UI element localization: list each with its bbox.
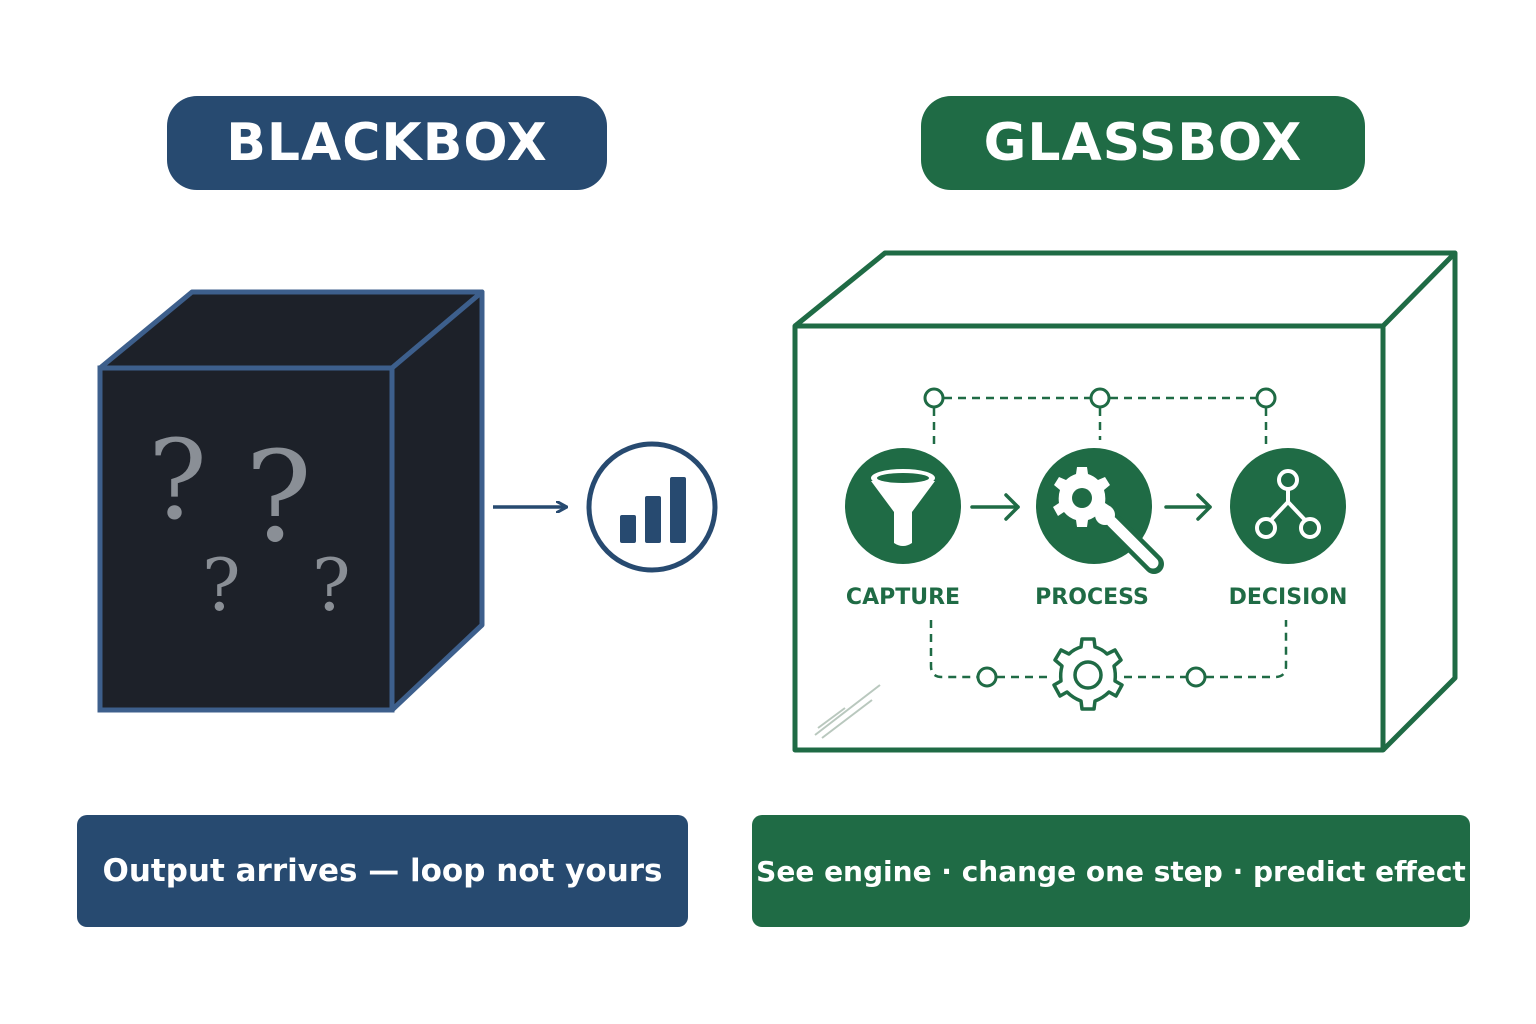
glassbox-title: GLASSBOX xyxy=(921,96,1365,190)
gear-icon xyxy=(1052,637,1124,711)
blackbox-caption: Output arrives — loop not yours xyxy=(77,815,688,927)
bar-chart-icon xyxy=(586,441,718,573)
decision-step xyxy=(1230,448,1346,564)
process-label: PROCESS xyxy=(1035,585,1149,610)
capture-step xyxy=(845,448,961,564)
feedback-loop xyxy=(929,620,1288,679)
decision-label: DECISION xyxy=(1229,585,1348,610)
question-mark-4: ? xyxy=(312,543,351,627)
gear-magnifier-icon xyxy=(1053,467,1164,574)
feedback-loop-nodes xyxy=(976,666,1207,688)
top-connector-nodes xyxy=(923,387,1277,409)
question-mark-1: ? xyxy=(148,416,207,544)
flow-arrow-2 xyxy=(1164,493,1212,521)
top-connector xyxy=(932,396,1268,448)
process-step xyxy=(1036,448,1164,574)
question-mark-3: ? xyxy=(202,543,241,627)
glassbox-caption: See engine · change one step · predict e… xyxy=(752,815,1470,927)
funnel-icon xyxy=(871,469,935,546)
blackbox-title: BLACKBOX xyxy=(167,96,607,190)
capture-label: CAPTURE xyxy=(846,585,960,610)
question-mark-2: ? xyxy=(245,425,312,570)
black-cube xyxy=(97,289,485,713)
glass-reflection xyxy=(814,684,881,739)
glass-cube xyxy=(792,250,1458,753)
flow-arrow-1 xyxy=(970,493,1020,521)
branch-icon xyxy=(1255,469,1321,539)
